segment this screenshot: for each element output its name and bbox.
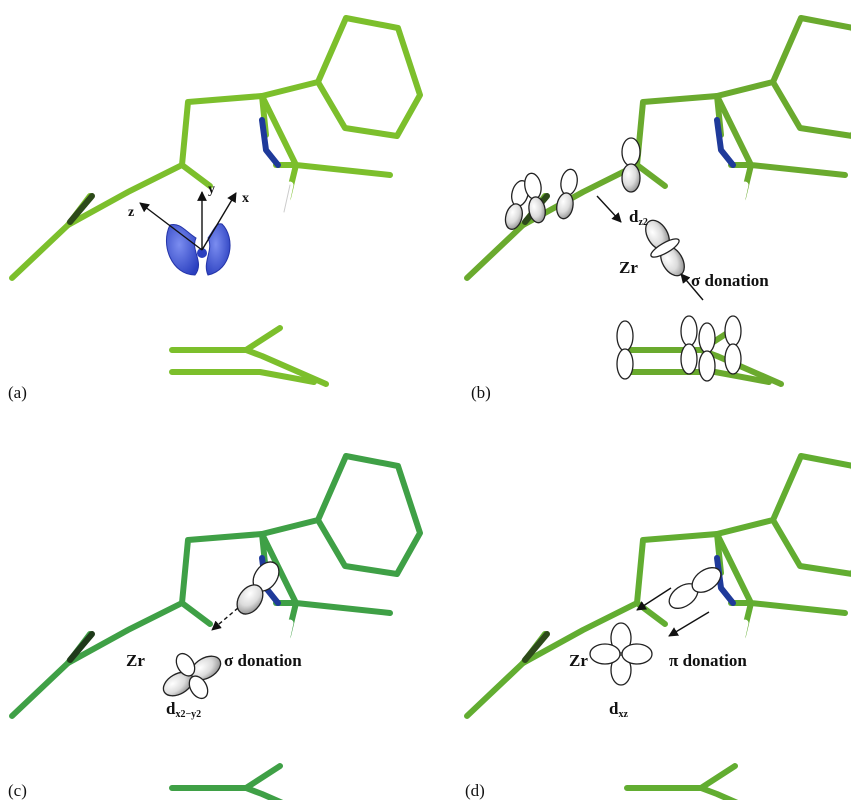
nitrogen-bond-a — [259, 117, 281, 168]
p-orbitals-chain — [504, 137, 641, 230]
panel-d-label: (d) — [465, 781, 485, 800]
dz2-orbital — [645, 219, 685, 277]
orbital-label-b: dz2 — [629, 207, 648, 228]
dxz-orbital — [589, 622, 653, 686]
panel-c: Zr σ donation dx2−y2 (c) — [8, 456, 420, 800]
molecule-c — [12, 456, 420, 800]
electron-density — [165, 223, 231, 276]
metal-label-c: Zr — [126, 651, 145, 670]
metal-label-b: Zr — [619, 258, 638, 277]
axis-y-label: y — [208, 182, 215, 197]
donation-label-d: π donation — [669, 651, 747, 670]
panel-b-label: (b) — [471, 383, 491, 402]
molecule-d — [467, 456, 851, 800]
metal-label-d: Zr — [569, 651, 588, 670]
orbital-label-c: dx2−y2 — [166, 699, 201, 720]
panel-c-label: (c) — [8, 781, 27, 800]
panel-a-label: (a) — [8, 383, 27, 402]
n-p-orbital — [668, 567, 722, 609]
axis-z-label: z — [128, 205, 134, 220]
donation-label-c: σ donation — [224, 651, 302, 670]
p-orbitals-ring — [616, 315, 742, 382]
axis-x-label: x — [242, 191, 249, 206]
n-lone-pair-orbital — [236, 561, 280, 615]
dx2y2-orbital — [162, 652, 222, 700]
coordinate-axes — [139, 191, 237, 251]
donation-label-b: σ donation — [691, 271, 769, 290]
panel-d: Zr π donation dxz (d) — [465, 456, 851, 800]
panel-a: z y x (a) — [8, 18, 420, 402]
molecule-a — [12, 18, 420, 384]
panel-b: dz2 Zr σ donation (b) — [467, 18, 851, 402]
orbital-label-d: dxz — [609, 699, 628, 720]
